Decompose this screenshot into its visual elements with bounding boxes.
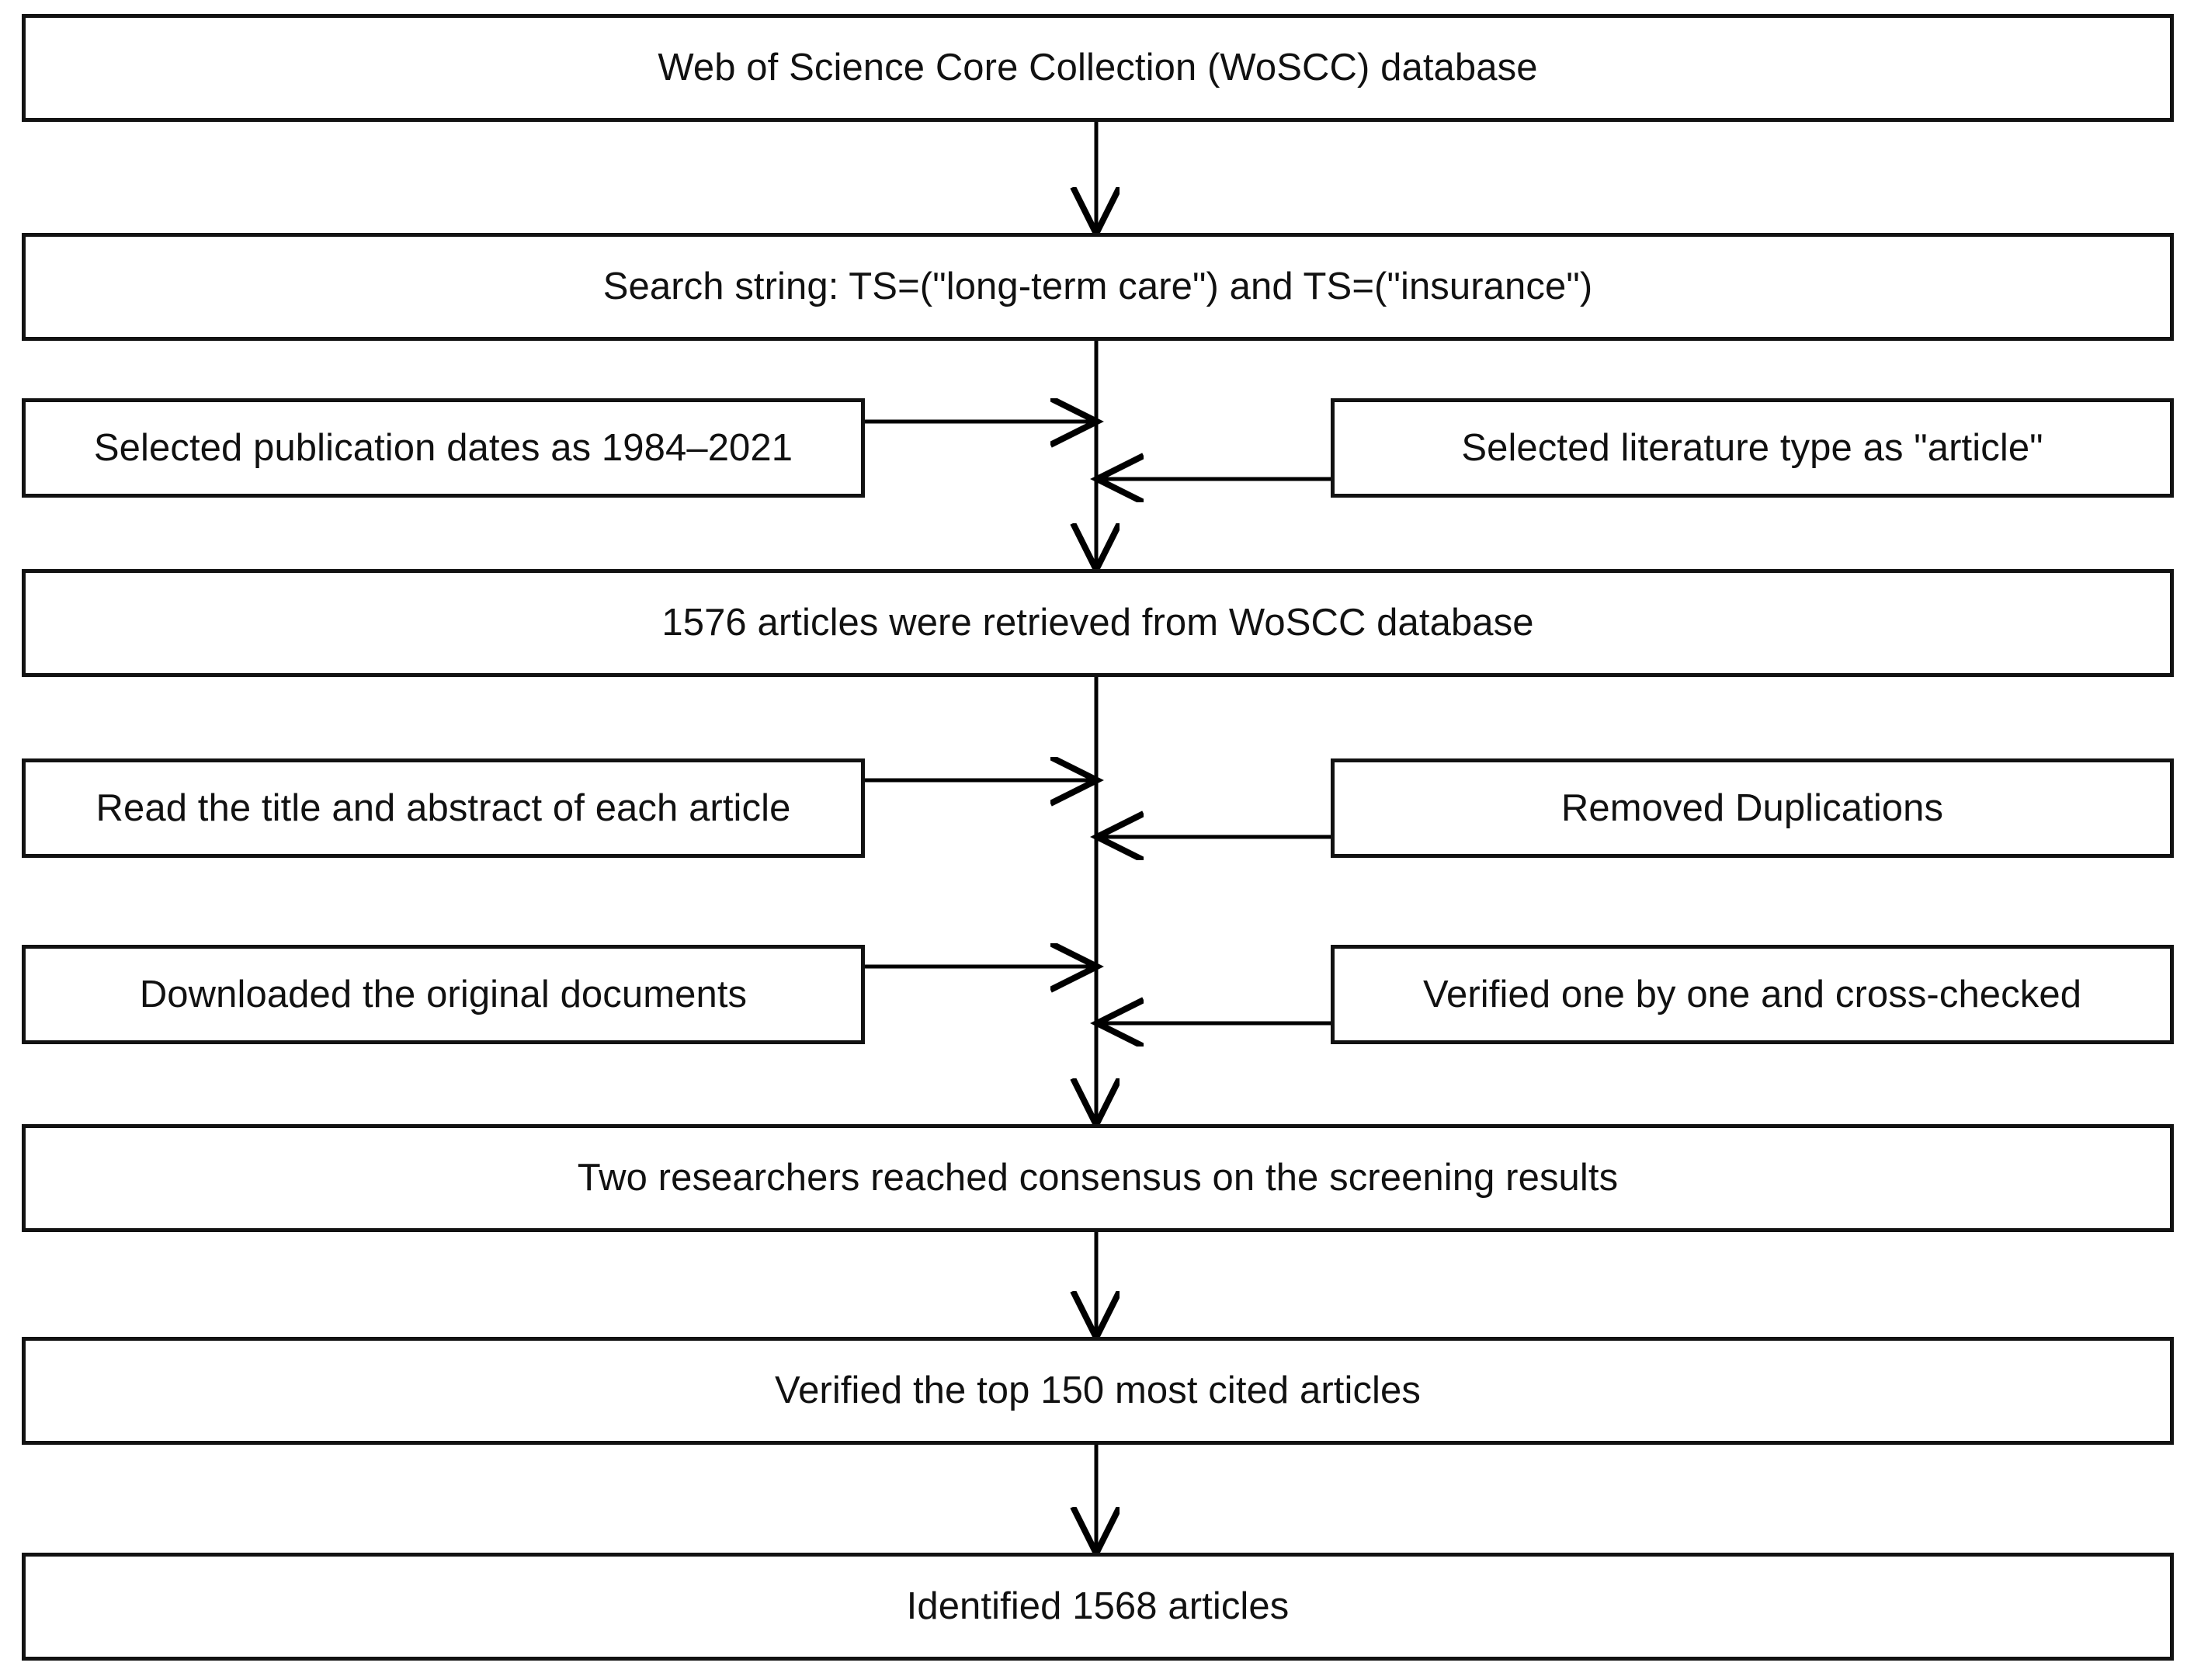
node-top-150-cited[interactable]: Verified the top 150 most cited articles — [22, 1337, 2174, 1445]
node-identified-articles[interactable]: Identified 1568 articles — [22, 1553, 2174, 1661]
node-label: Verified one by one and cross-checked — [1422, 973, 2082, 1015]
node-label: Verified the top 150 most cited articles — [775, 1369, 1421, 1412]
node-read-title-abstract[interactable]: Read the title and abstract of each arti… — [22, 758, 865, 858]
node-label: Search string: TS=("long-term care") and… — [602, 266, 1593, 308]
node-label: Selected literature type as "article" — [1461, 426, 2043, 469]
node-verified-cross-checked[interactable]: Verified one by one and cross-checked — [1331, 945, 2174, 1044]
node-wosc-database[interactable]: Web of Science Core Collection (WoSCC) d… — [22, 14, 2174, 122]
node-label: Selected publication dates as 1984–2021 — [93, 426, 793, 469]
node-label: Web of Science Core Collection (WoSCC) d… — [658, 47, 1538, 89]
node-label: Identified 1568 articles — [906, 1585, 1290, 1628]
node-literature-type[interactable]: Selected literature type as "article" — [1331, 398, 2174, 498]
node-publication-dates[interactable]: Selected publication dates as 1984–2021 — [22, 398, 865, 498]
node-label: 1576 articles were retrieved from WoSCC … — [661, 602, 1534, 644]
node-removed-duplications[interactable]: Removed Duplications — [1331, 758, 2174, 858]
node-label: Downloaded the original documents — [139, 973, 748, 1015]
node-search-string[interactable]: Search string: TS=("long-term care") and… — [22, 233, 2174, 341]
node-label: Removed Duplications — [1560, 786, 1944, 829]
node-consensus[interactable]: Two researchers reached consensus on the… — [22, 1124, 2174, 1232]
node-downloaded-documents[interactable]: Downloaded the original documents — [22, 945, 865, 1044]
node-label: Read the title and abstract of each arti… — [95, 786, 791, 829]
node-label: Two researchers reached consensus on the… — [577, 1157, 1619, 1199]
node-retrieved-articles[interactable]: 1576 articles were retrieved from WoSCC … — [22, 569, 2174, 677]
